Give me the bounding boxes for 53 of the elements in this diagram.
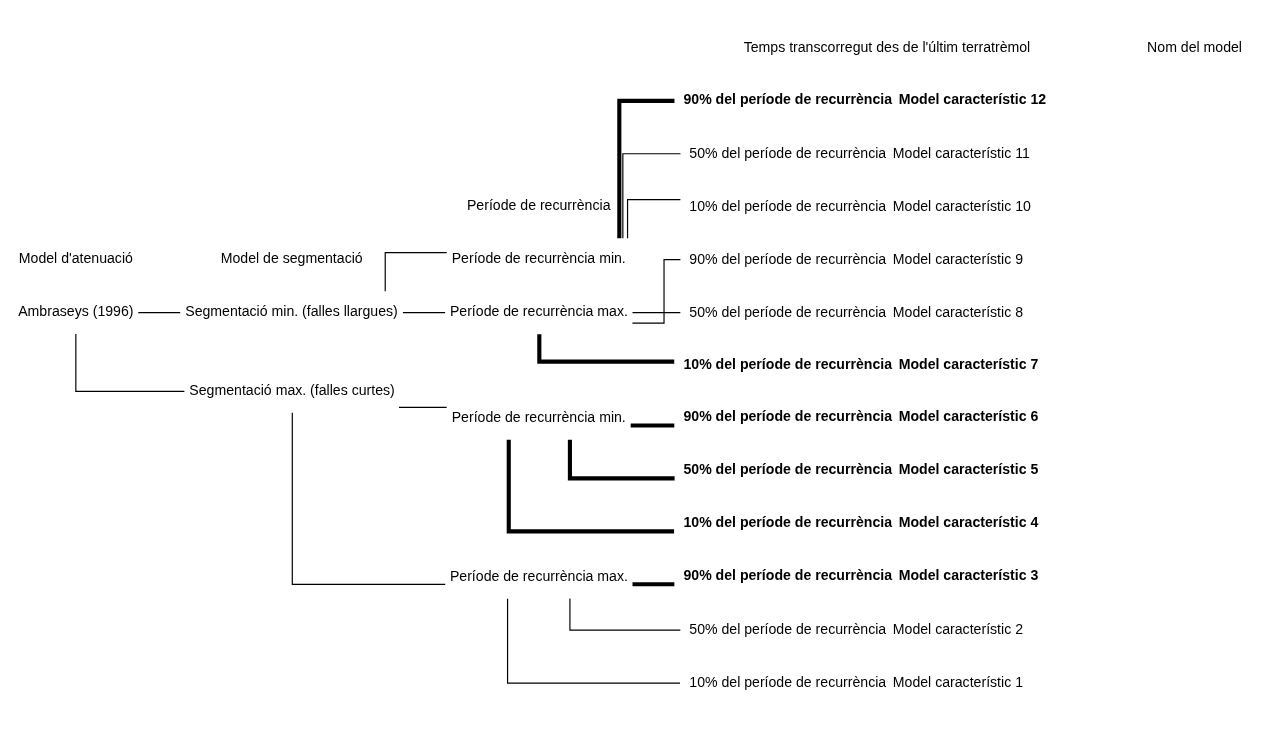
node-text: 10% del període de recurrència [683,514,893,531]
connector [506,439,675,534]
connector [630,423,675,428]
label: Temps transcorregut des de l'últim terratrèmol [743,38,1031,55]
connector [631,311,681,314]
node-label: Model característic 5 [898,461,1039,478]
node-text: Període de recurrència max. [449,303,628,320]
node-text: Segmentació min. (falles llargues) [185,303,398,320]
node-text: Segmentació max. (falles curtes) [189,382,395,399]
connector [626,199,681,239]
connector [291,412,446,585]
node-text: 10% del període de recurrència [689,197,887,214]
node-text: Període de recurrència max. [449,567,628,584]
connector [569,597,681,631]
label: Nom del model [1147,38,1243,55]
connector [567,439,675,481]
node-label: Model característic 8 [892,303,1023,320]
node-label: Model característic 10 [892,197,1031,214]
node-text: 90% del període de recurrència [683,567,893,584]
connector [617,98,675,239]
node-text: 50% del període de recurrència [683,461,893,478]
node-text: Període de recurrència min. [451,250,626,267]
node-label: Model característic 3 [898,567,1039,584]
node-label: Model característic 2 [892,621,1023,638]
node-text: 10% del període de recurrència [683,355,893,372]
node-text: 50% del període de recurrència [689,303,887,320]
node-text: Ambraseys (1996) [18,303,134,320]
node-label: Model característic 4 [898,514,1039,531]
node-text: 50% del període de recurrència [689,621,887,638]
label: Model de segmentació [220,250,363,267]
connector [384,252,448,292]
node-text: 50% del període de recurrència [689,144,887,161]
connector [398,406,448,409]
connector [537,334,675,364]
node-label: Model característic 7 [898,355,1039,372]
node-label: Model característic 9 [892,250,1023,267]
node-text: 90% del període de recurrència [689,250,887,267]
connector [402,311,446,314]
label: Període de recurrència [466,197,611,214]
connector [75,333,185,392]
node-text: 90% del període de recurrència [683,408,893,425]
connector [632,582,675,587]
node-label: Model característic 11 [892,144,1030,161]
connector [507,598,681,684]
node-label: Model característic 12 [898,90,1047,107]
connector [622,153,682,239]
node-label: Model característic 1 [892,674,1023,691]
node-text: 10% del període de recurrència [689,674,887,691]
node-text: Període de recurrència min. [451,409,626,426]
node-label: Model característic 6 [898,408,1039,425]
label: Model d'atenuació [18,250,133,267]
connector [137,311,181,314]
node-text: 90% del període de recurrència [683,90,893,107]
